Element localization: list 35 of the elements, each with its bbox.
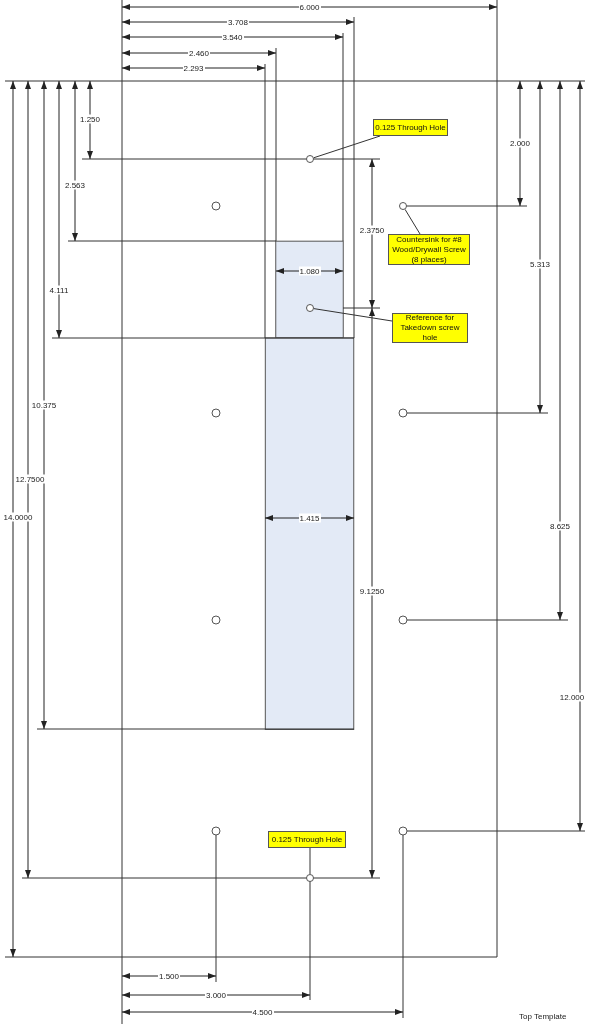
dimension-label: 3.000 [205,990,227,1000]
dimension-label: 8.625 [549,521,571,531]
dimension-label: 12.7500 [14,474,46,484]
leader-line [404,208,421,235]
dimension-label: 9.1250 [358,586,386,596]
dimension-label: 2.000 [509,138,531,148]
hole-circle [306,304,314,312]
dimension-label: 14.0000 [2,512,34,522]
dimension-label: 3.708 [227,17,249,27]
dimension-label: 10.375 [30,400,58,410]
hole-circle [306,874,314,882]
leader-line [313,135,381,159]
callout-label: 0.125 Through Hole [268,831,346,848]
dimension-label: 4.500 [251,1007,274,1017]
hole-circle [306,155,314,163]
dimension-label: 6.000 [298,2,321,12]
dimension-label: 2.460 [188,48,210,58]
callout-label: 0.125 Through Hole [373,119,448,136]
dimension-label: 2.3750 [358,225,386,235]
leader-line [309,847,311,875]
dimension-label: 12.000 [558,692,586,702]
dimension-label: 1.500 [158,971,180,981]
dimension-label: 1.415 [298,513,321,523]
hole-circle [399,202,407,210]
dimension-label: 3.540 [221,32,244,42]
dimension-label: 4.111 [48,285,70,295]
dimension-label: 2.563 [64,180,86,190]
callout-label: Countersink for #8 Wood/Drywall Screw (8 places) [388,234,470,265]
dimension-label: 1.250 [79,114,101,124]
dimension-label: 5.313 [529,259,551,269]
dimension-label: 1.080 [298,266,321,276]
drawing-title: Top Template [519,1012,567,1021]
callout-label: Reference for Takedown screw hole [392,313,468,343]
dimension-label: 2.293 [182,63,205,73]
leader-line [313,308,393,322]
